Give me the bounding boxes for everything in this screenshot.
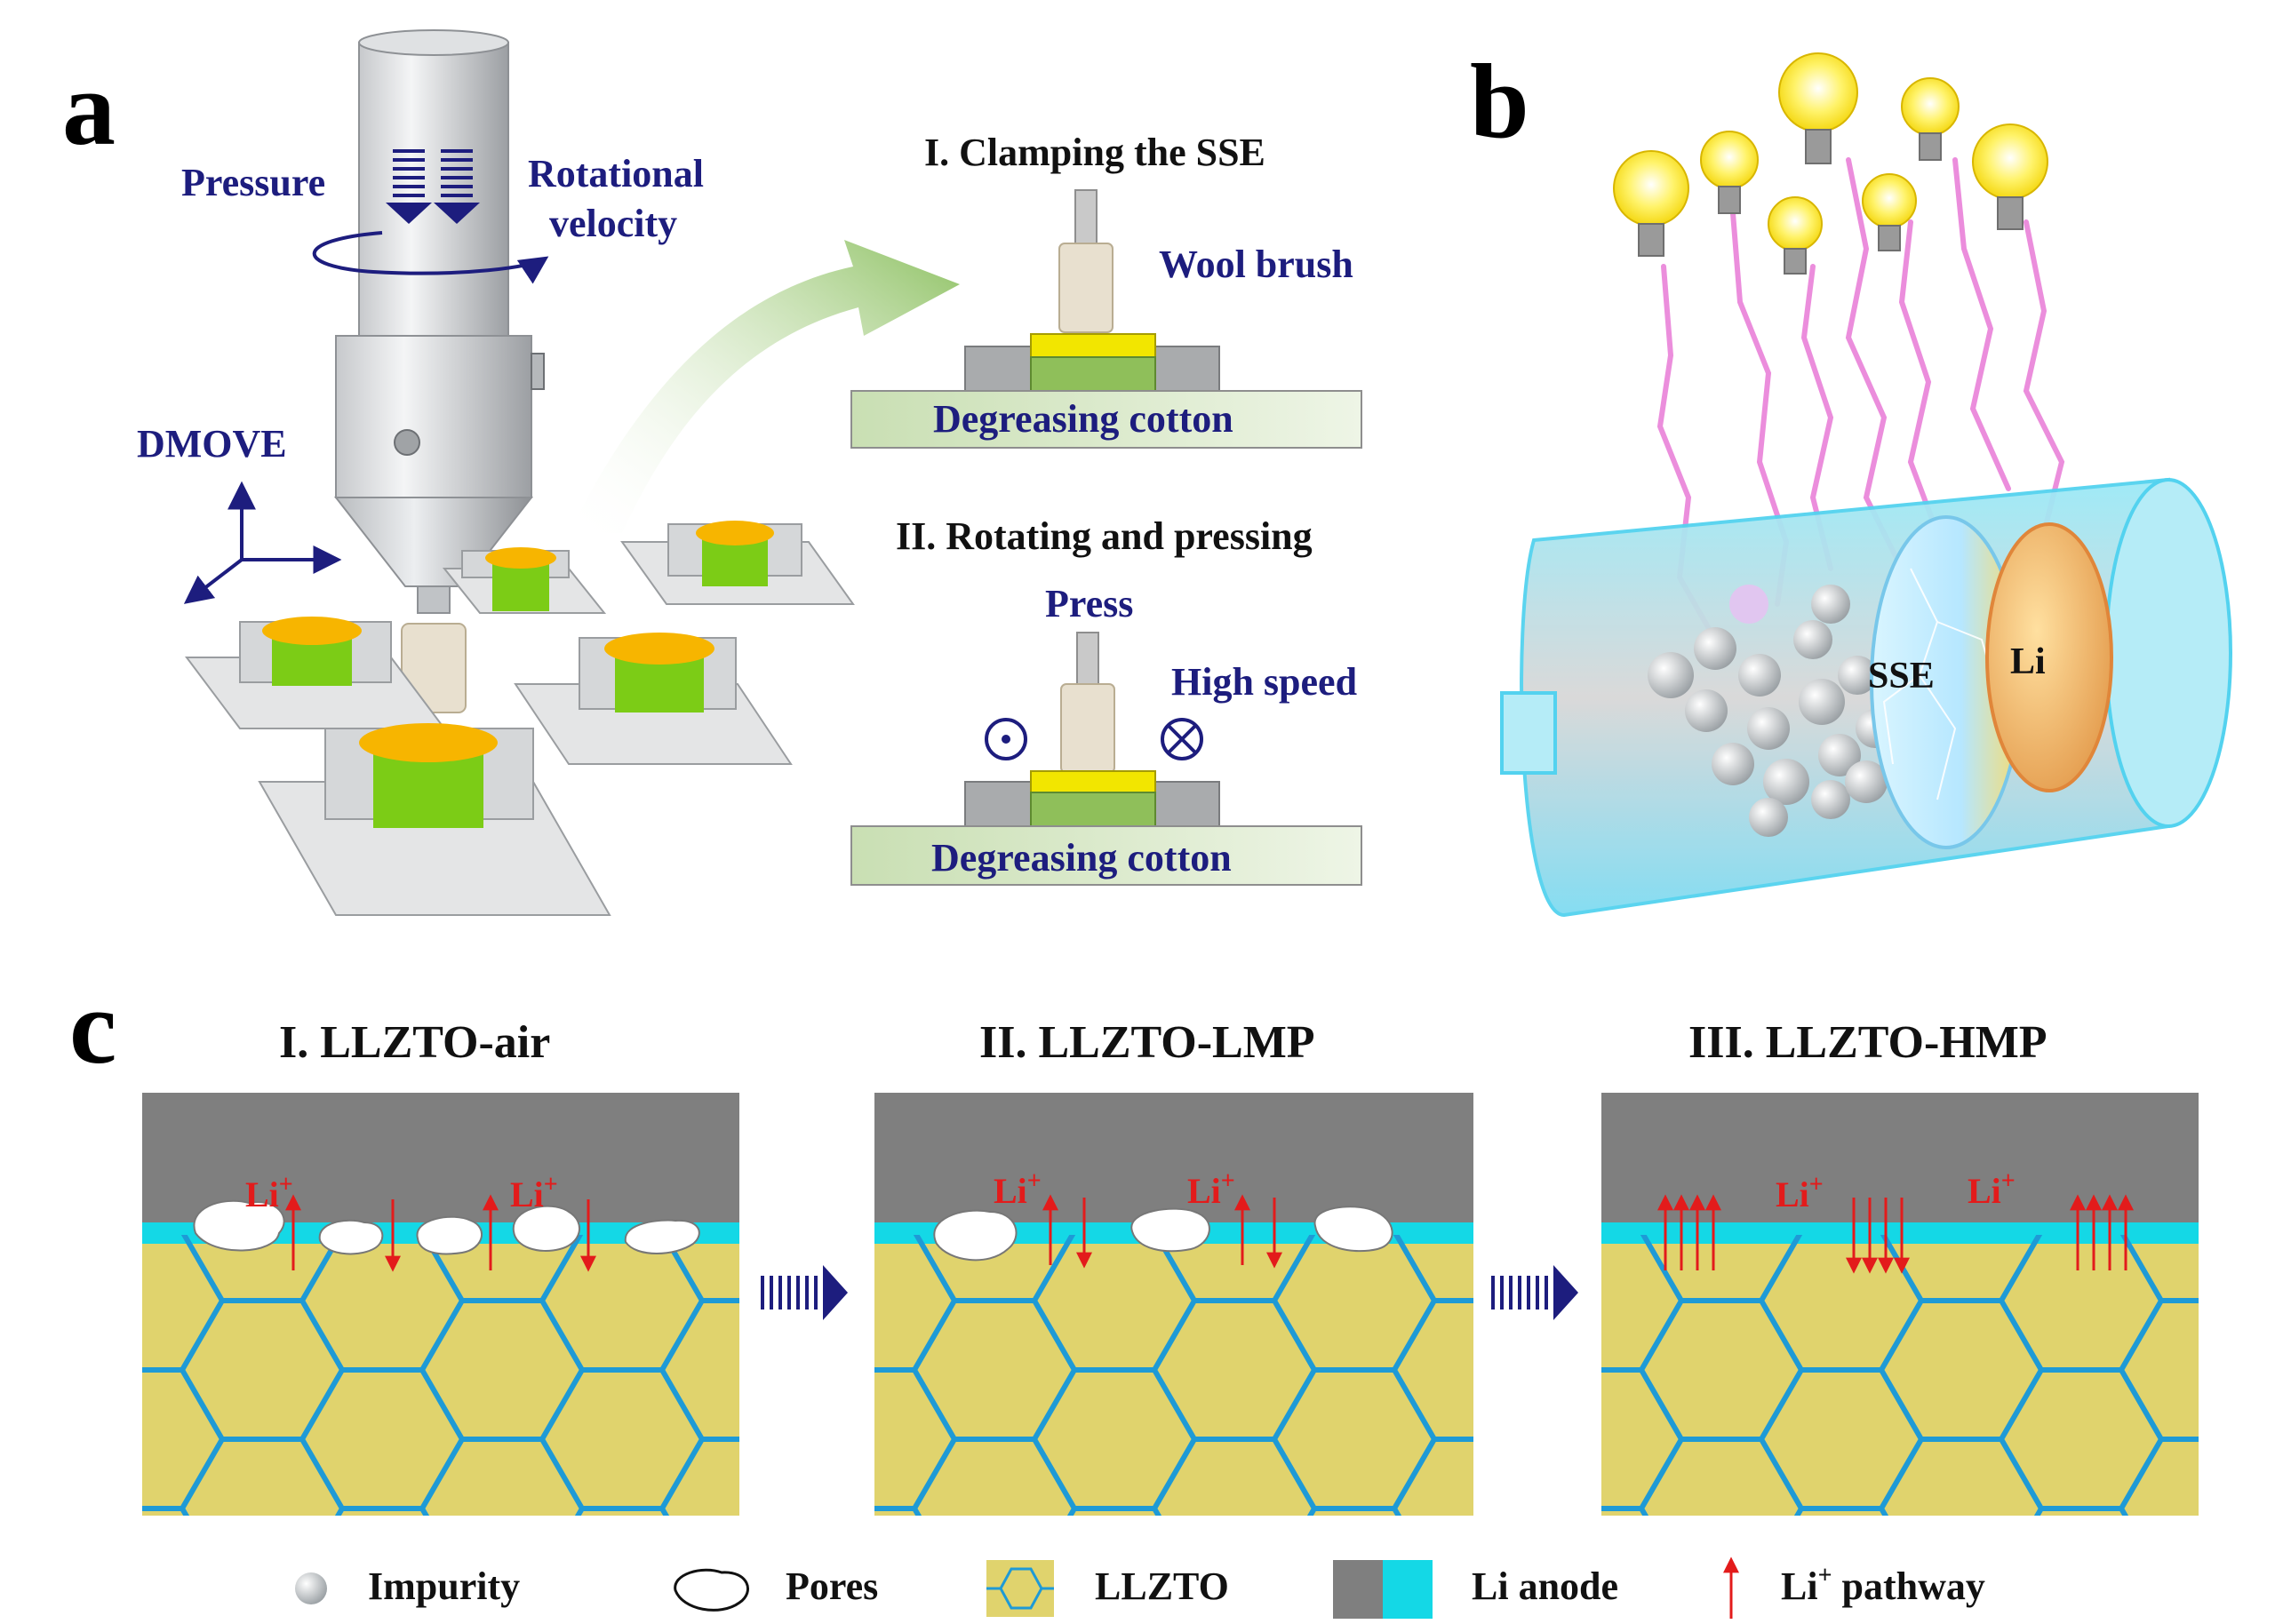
legend: Impurity Pores LLZTO Li anode Li+ pathwa…: [295, 1556, 1985, 1619]
svg-text:Li+: Li+: [994, 1167, 1042, 1211]
li-ion-sup: +: [2001, 1167, 2016, 1195]
bulb-icon: [1862, 173, 1917, 251]
panel-c: c I. LLZTO-air II. LLZTO-LMP III. LLZTO-…: [69, 967, 2199, 1516]
wool-brush-icon: [1058, 243, 1114, 333]
svg-text:Li+: Li+: [1187, 1167, 1235, 1211]
bulb-icon: [1613, 150, 1689, 257]
battery-terminal: [1500, 691, 1557, 775]
sse-label: SSE: [1868, 656, 1935, 697]
sample-holder: [620, 521, 855, 605]
panel-a: a Pressure Rotati: [62, 29, 1362, 916]
stage-arrow-icon: [1491, 1265, 1578, 1320]
high-speed-label: High speed: [1171, 660, 1357, 704]
lightning-icon: [1656, 157, 2065, 642]
sample-holder: [442, 547, 607, 614]
svg-text:Li+: Li+: [1776, 1171, 1824, 1214]
battery-cell: [1500, 477, 2232, 918]
li-ion-label: Li: [1187, 1171, 1221, 1211]
velocity-label: velocity: [549, 202, 677, 245]
bulb-icon: [1972, 123, 2048, 230]
li-ion-label: Li: [1968, 1171, 2001, 1211]
legend-pores: Pores: [786, 1564, 878, 1608]
step1-title: I. Clamping the SSE: [924, 131, 1265, 174]
sample-holder: [185, 617, 446, 729]
panel-c-letter: c: [69, 967, 116, 1086]
legend-li-anode: Li anode: [1472, 1564, 1618, 1608]
bulb-icon: [1778, 52, 1858, 164]
wool-brush-label: Wool brush: [1159, 243, 1353, 286]
panel-a-letter: a: [62, 49, 116, 167]
screw-icon: [394, 429, 420, 456]
impurity-icon: [295, 1572, 327, 1604]
stage2-interface: Li+ Li+: [874, 1093, 1473, 1516]
panel-b: b: [1470, 42, 2232, 918]
spindle: [333, 29, 545, 614]
bulb-icon: [1700, 131, 1759, 214]
li-ion-sup: +: [1221, 1167, 1235, 1195]
panel-b-letter: b: [1470, 42, 1529, 160]
legend-impurity: Impurity: [368, 1564, 520, 1608]
press-label: Press: [1045, 582, 1133, 625]
pressure-label: Pressure: [181, 161, 325, 204]
svg-text:Li+: Li+: [1968, 1167, 2016, 1211]
out-of-plane-icon: [985, 718, 1027, 760]
stage3-title: III. LLZTO-HMP: [1688, 1017, 2048, 1068]
step2-title: II. Rotating and pressing: [896, 514, 1313, 558]
svg-text:Li+: Li+: [510, 1171, 558, 1214]
li-ion-label: Li: [510, 1174, 544, 1214]
pore-icon: [193, 1199, 700, 1255]
li-anode-icon: [1333, 1560, 1433, 1619]
sample-holders: [185, 521, 855, 916]
legend-llzto: LLZTO: [1095, 1564, 1229, 1608]
rotation-arrow-icon: [312, 231, 549, 284]
stage1-title: I. LLZTO-air: [279, 1017, 550, 1068]
pressure-arrows-icon: [386, 149, 480, 224]
dmove-label: DMOVE: [137, 422, 287, 466]
stage-arrow-icon: [761, 1265, 848, 1320]
stage3-interface: Li+ Li+: [1601, 1093, 2199, 1516]
degreasing-cotton-1-label: Degreasing cotton: [933, 397, 1233, 441]
li-ion-label: Li: [1776, 1174, 1809, 1214]
impurity-particles: [1648, 585, 1895, 837]
rotational-label: Rotational: [528, 152, 704, 195]
llzto-icon: [986, 1560, 1054, 1617]
stage2-title: II. LLZTO-LMP: [979, 1017, 1315, 1068]
li-ion-sup: +: [544, 1171, 558, 1198]
sample-holder: [514, 633, 793, 765]
svg-text:Li+: Li+: [245, 1171, 293, 1214]
li-ion-label: Li: [245, 1174, 279, 1214]
li-label: Li: [2010, 641, 2046, 682]
axes-icon: [183, 481, 342, 604]
li-ion-label: Li: [994, 1171, 1027, 1211]
into-plane-icon: [1161, 718, 1203, 760]
wool-brush-icon: [1060, 683, 1115, 774]
process-arrow-icon: [569, 240, 960, 533]
li-disc: [1985, 522, 2113, 792]
wool-brush-icon: [401, 623, 467, 713]
li-ion-sup: +: [1809, 1171, 1824, 1198]
li-ion-sup: +: [279, 1171, 293, 1198]
bulb-icon: [1901, 77, 1960, 161]
legend-li-pathway: Li+ pathway: [1781, 1562, 1985, 1608]
step2-diagram: [850, 632, 1362, 886]
bulb-icon: [1768, 196, 1823, 275]
stage1-interface: Li+ Li+: [142, 1093, 739, 1516]
pore-icon: [933, 1206, 1393, 1262]
li-ion-sup: +: [1027, 1167, 1042, 1195]
sample-holder: [258, 723, 611, 916]
degreasing-cotton-2-label: Degreasing cotton: [931, 836, 1232, 880]
pores-icon: [674, 1568, 749, 1612]
light-bulbs: [1613, 52, 2048, 275]
step1-diagram: [850, 189, 1362, 449]
